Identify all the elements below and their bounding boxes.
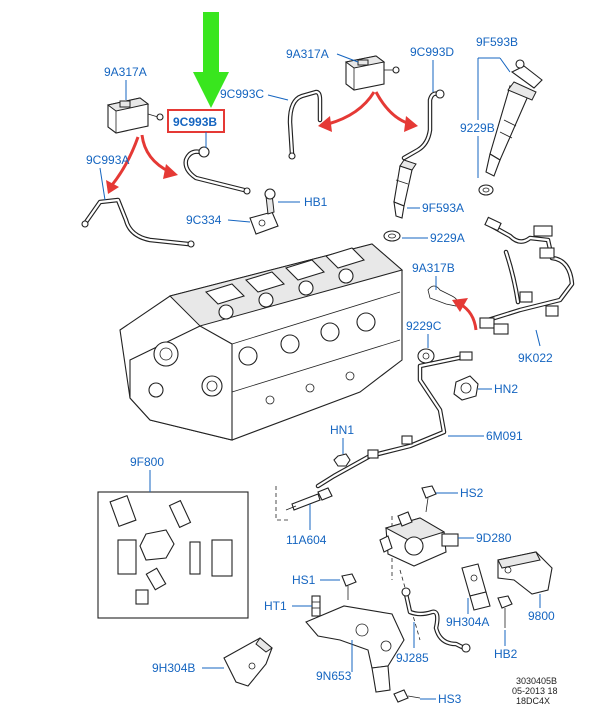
label-9c993d: 9C993D (410, 45, 454, 59)
label-9a317a-top: 9A317A (286, 47, 329, 61)
red-arrow-left (106, 134, 178, 194)
pipe-9c993a (81, 197, 195, 248)
footer-ref-code: 3030405B (516, 676, 557, 686)
label-hn1: HN1 (330, 423, 354, 437)
label-9c993a: 9C993A (86, 153, 129, 167)
label-9a317a-left: 9A317A (104, 65, 147, 79)
label-9d280: 9D280 (476, 531, 512, 545)
label-9229a: 9229A (430, 231, 465, 245)
label-9k022: 9K022 (518, 351, 553, 365)
part-9j285-pipe (401, 587, 471, 653)
part-9229a-washer (383, 230, 401, 242)
part-9f593b-injector (485, 59, 543, 177)
label-9229c: 9229C (406, 319, 442, 333)
part-6m091-wiring (315, 351, 473, 489)
part-9f593a-injector (393, 159, 417, 219)
label-9c334: 9C334 (186, 213, 222, 227)
label-9800: 9800 (528, 609, 555, 623)
label-hb1: HB1 (304, 195, 328, 209)
label-hs1: HS1 (292, 573, 316, 587)
red-arrow-9a317b (452, 298, 478, 331)
part-9229b-washer (478, 184, 494, 196)
part-9229c-washer (417, 348, 435, 364)
label-hn2: HN2 (494, 382, 518, 396)
label-9h304a: 9H304A (446, 615, 489, 629)
pipe-9c993d (401, 89, 445, 161)
part-9800-bracket (497, 551, 553, 595)
part-9n653-bracket (305, 605, 405, 693)
label-9f800: 9F800 (130, 455, 164, 469)
part-9a317a-left (106, 97, 164, 134)
label-9f593a: 9F593A (422, 201, 464, 215)
part-hn1-nut (333, 453, 351, 467)
label-hb2: HB2 (494, 647, 518, 661)
part-9k022-harness (479, 216, 575, 335)
part-9a317a-top (344, 55, 400, 91)
label-11a604: 11A604 (286, 533, 327, 547)
label-9c993b: 9C993B (173, 115, 217, 129)
label-9229b: 9229B (460, 121, 495, 135)
label-9c993c: 9C993C (220, 87, 264, 101)
label-ht1: HT1 (264, 599, 287, 613)
part-9d280-pump (379, 511, 459, 567)
kit-9f800-box (97, 491, 249, 619)
label-9n653: 9N653 (316, 669, 352, 683)
label-6m091: 6M091 (486, 429, 523, 443)
part-hs3-bolt (393, 689, 421, 703)
part-11a604-glow-plug (285, 487, 333, 511)
part-9c334-clamp (249, 188, 279, 235)
label-hs2: HS2 (460, 486, 484, 500)
footer-date: 05-2013 18 (512, 686, 558, 696)
red-arrow-top (318, 91, 418, 132)
part-hn2-sensor (453, 375, 479, 401)
part-9a317b-seal (427, 285, 458, 307)
footer-model-code: 18DC4X (516, 696, 550, 706)
label-hs3: HS3 (438, 692, 462, 706)
pipe-9c993b (183, 146, 251, 195)
green-pointer-arrow (193, 12, 229, 108)
label-9f593b: 9F593B (476, 35, 518, 49)
label-9a317b: 9A317B (412, 261, 455, 275)
part-hb2-bolt (497, 595, 513, 628)
part-ht1-stud (311, 595, 321, 617)
label-9h304b: 9H304B (152, 661, 195, 675)
label-9j285: 9J285 (396, 651, 429, 665)
part-9h304b-bracket (223, 637, 273, 687)
part-hs1-bolt (341, 573, 357, 600)
part-9h304a-bracket (461, 563, 491, 611)
highlight-box-9c993b (167, 109, 225, 133)
cylinder-head-block (119, 243, 404, 441)
part-hs2-bolt (421, 485, 437, 513)
pipe-9c993c (287, 89, 323, 160)
